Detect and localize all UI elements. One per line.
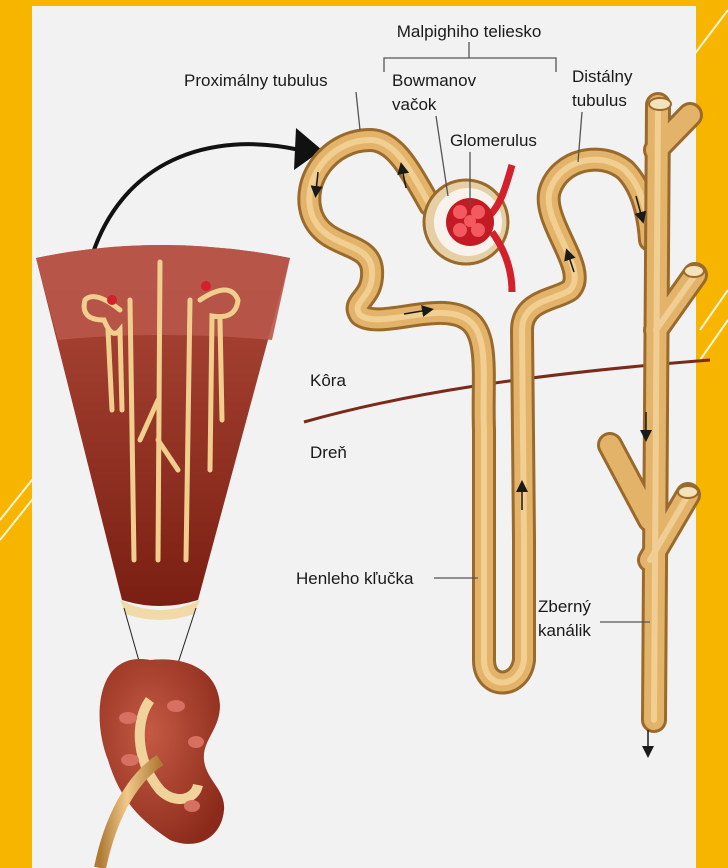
label-medulla: Dreň — [310, 443, 347, 462]
label-cortex: Kôra — [310, 371, 346, 390]
label-collecting-line1: Zberný — [538, 597, 591, 616]
label-henle-loop: Henleho kľučka — [296, 569, 414, 588]
label-glomerulus: Glomerulus — [450, 131, 537, 150]
label-bowman-line2: vačok — [392, 95, 437, 114]
label-proximal-tubule: Proximálny tubulus — [184, 71, 328, 90]
label-distal-line2: tubulus — [572, 91, 627, 110]
label-malpighi: Malpighiho teliesko — [397, 22, 542, 41]
label-collecting-line2: kanálik — [538, 621, 591, 640]
label-distal-line1: Distálny — [572, 67, 633, 86]
label-bowman-line1: Bowmanov — [392, 71, 477, 90]
